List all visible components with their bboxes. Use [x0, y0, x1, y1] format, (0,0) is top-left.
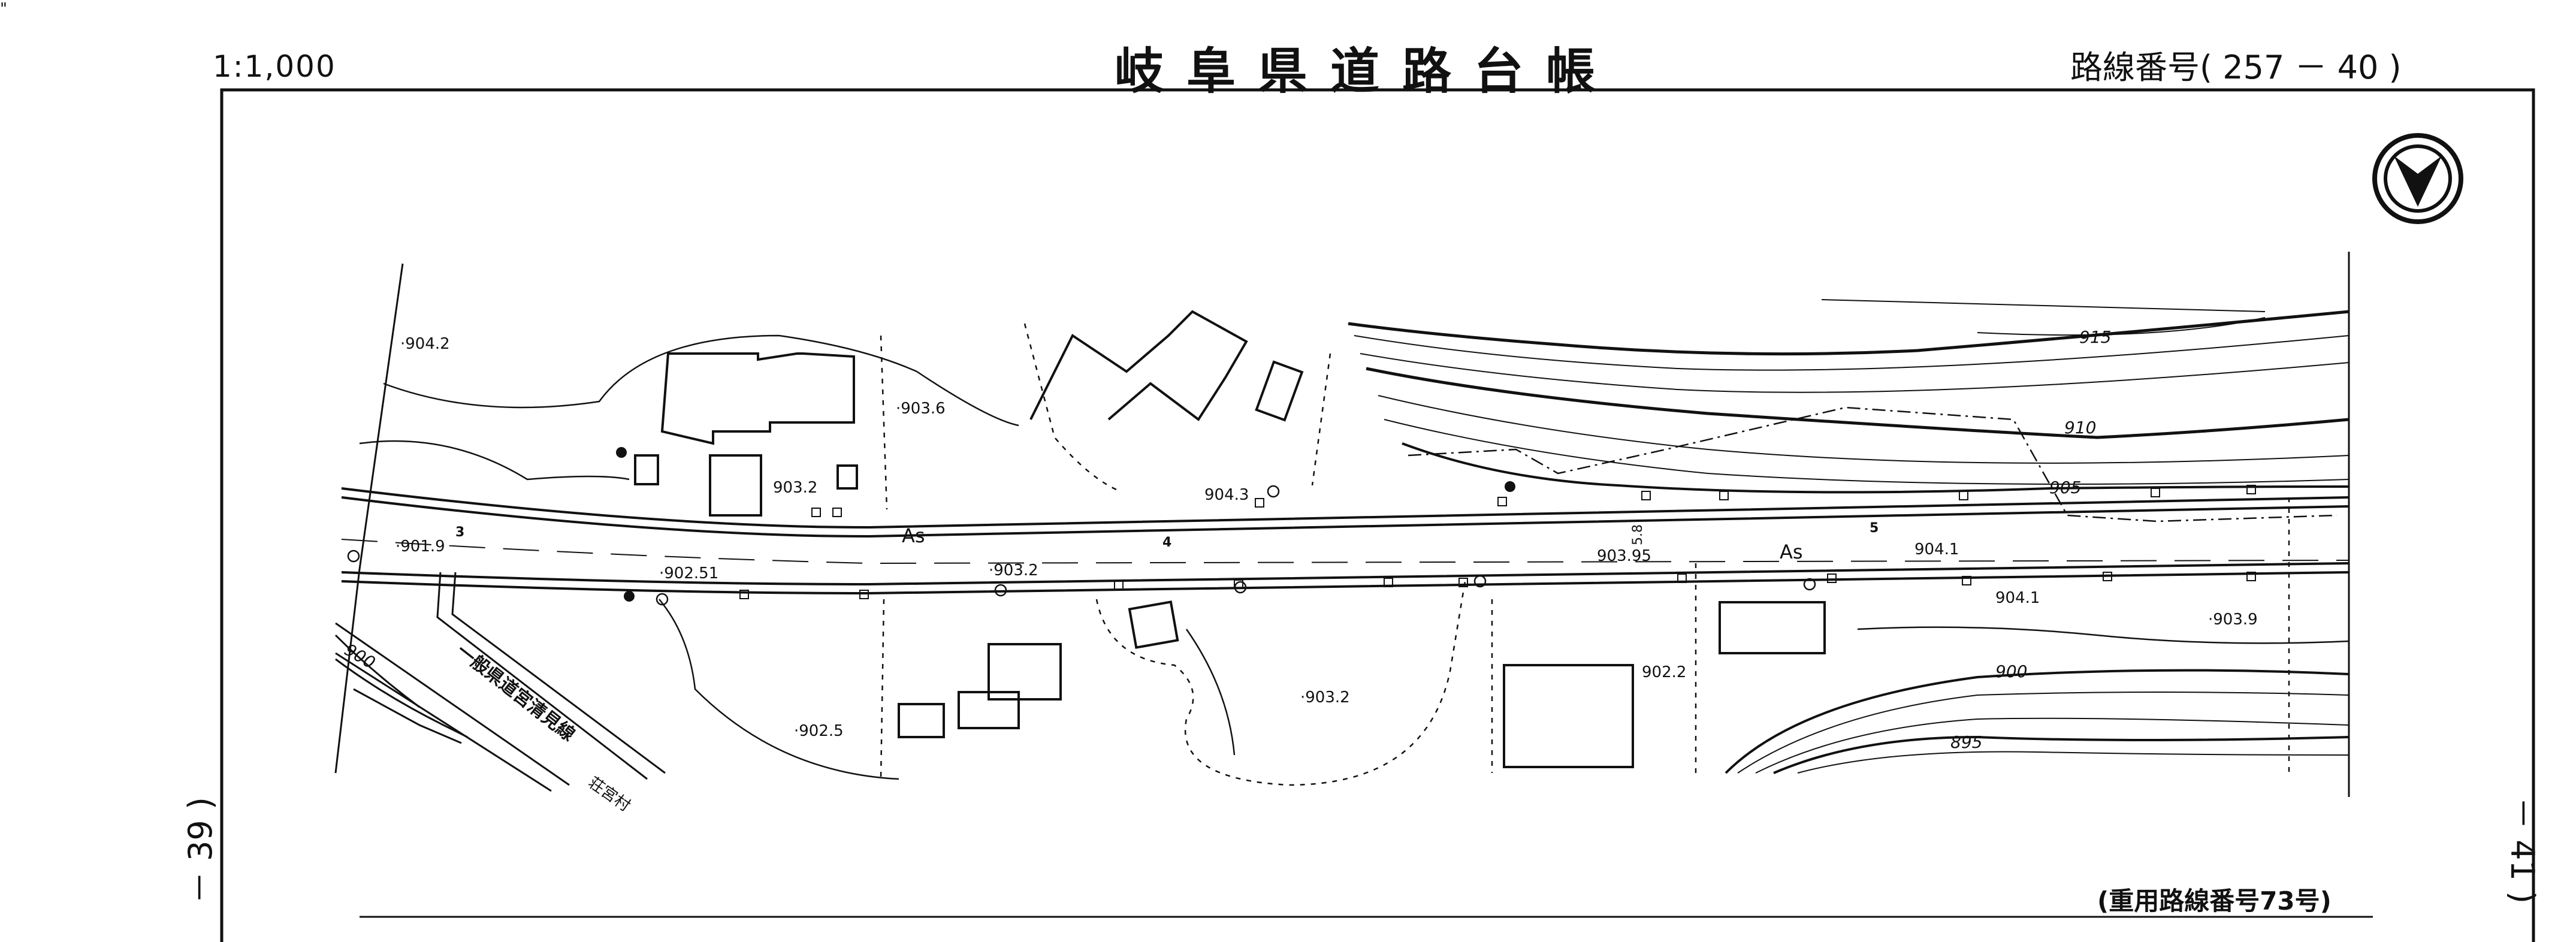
- station-label: 4: [1162, 535, 1171, 550]
- contours-lower-left: [334, 634, 468, 744]
- contours-upper: [1348, 299, 2349, 494]
- main-road: [341, 487, 2349, 595]
- contour-label: 905: [2049, 478, 2081, 497]
- utility-markers: [616, 447, 1515, 602]
- station-label: 3: [455, 525, 464, 540]
- page-number-left: － 39 ): [182, 797, 219, 904]
- elevation-label: 903.2: [773, 479, 817, 497]
- contour-label: 895: [1950, 732, 1982, 752]
- elevation-label: ·904.2: [400, 335, 450, 353]
- map-scale: 1:1,000: [213, 49, 336, 84]
- duplicate-route-number: (重用路線番号73号): [2097, 886, 2332, 916]
- buildings: [634, 310, 1826, 768]
- page-number-right: － 41 ): [2503, 797, 2541, 904]
- side-road: [335, 572, 666, 792]
- village-label: 荘宮村: [585, 774, 633, 815]
- contours-lower: [1725, 669, 2349, 774]
- elevation-label: ·902.5: [794, 722, 844, 740]
- elevation-label: 904.1: [1914, 541, 1959, 558]
- elevation-label: 902.2: [1642, 663, 1686, 681]
- route-number: 路線番号( 257 － 40 ): [2070, 49, 2402, 86]
- map-border: [220, 88, 2535, 942]
- elevation-label: ·903.2: [1300, 689, 1350, 707]
- contour-label: 915: [2079, 327, 2111, 347]
- elevation-label: 904.3: [1204, 486, 1249, 504]
- manhole-markers: [739, 485, 2256, 599]
- side-road-label: 一般県道宮清見線: [452, 641, 579, 745]
- road-surface-label: As: [902, 524, 925, 547]
- admin-boundary: [1408, 406, 2338, 523]
- road-width-label: 5.8: [1630, 524, 1645, 545]
- elevation-label: ·901.9: [395, 538, 445, 555]
- road-surface-label: As: [1780, 541, 1803, 563]
- elevation-label: ·903.9: [2208, 611, 2258, 629]
- elevation-label: ·903.2: [989, 561, 1038, 579]
- elevation-label: 903.95: [1597, 547, 1651, 565]
- elevation-label: ·902.51: [659, 564, 718, 582]
- corner-mark: ": [0, 0, 7, 18]
- boundaries: [880, 323, 2290, 786]
- station-label: 5: [1870, 521, 1879, 536]
- contour-label: 910: [2064, 418, 2096, 437]
- north-arrow-icon: [2372, 133, 2463, 224]
- contour-label: 900: [1995, 662, 2027, 681]
- elevation-label: ·903.6: [896, 400, 946, 418]
- elevation-label: 904.1: [1995, 589, 2040, 607]
